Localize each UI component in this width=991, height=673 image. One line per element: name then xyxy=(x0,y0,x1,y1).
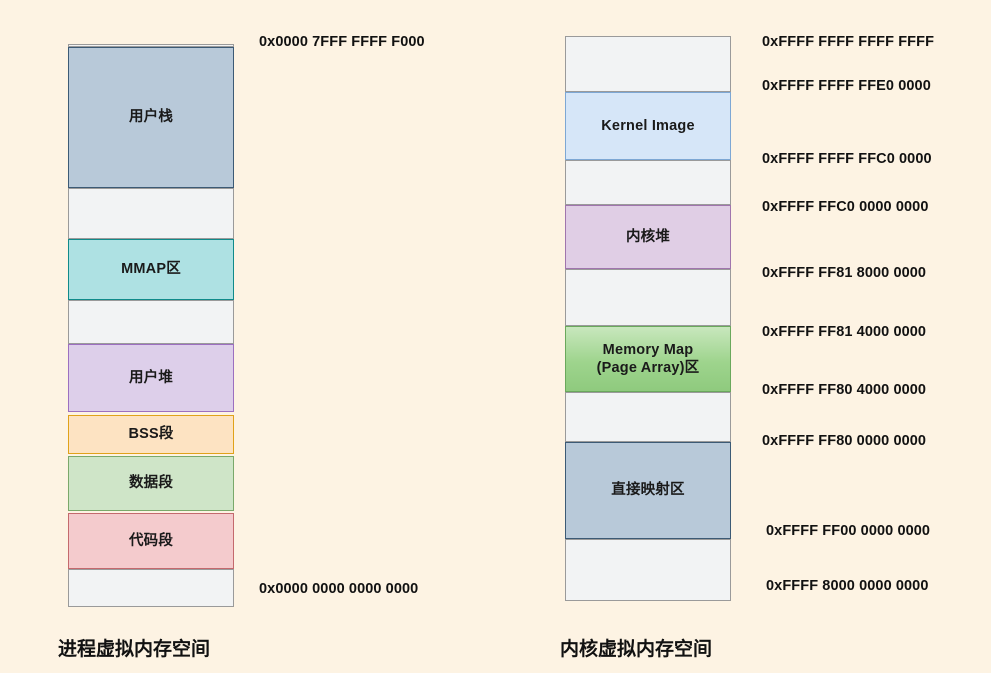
address-label-kernel-addr-9: 0xFFFF FF00 0000 0000 xyxy=(766,523,931,539)
caption-kernel-virtual-memory: 内核虚拟内存空间 xyxy=(560,639,713,660)
memory-block-label: 用户栈 xyxy=(128,109,174,126)
memory-block-gap-top xyxy=(565,36,731,92)
address-label-process-addr-top: 0x0000 7FFF FFFF F000 xyxy=(259,34,425,50)
memory-block-gap-2 xyxy=(565,269,731,326)
memory-block-label: 代码段 xyxy=(128,532,174,549)
process-memory-column: 用户栈 MMAP区用户堆 BSS段数据段代码段 xyxy=(68,44,234,607)
address-label-kernel-addr-5: 0xFFFF FF81 8000 0000 xyxy=(762,265,927,281)
caption-process-virtual-memory: 进程虚拟内存空间 xyxy=(58,639,211,660)
memory-block-data-segment: 数据段 xyxy=(68,456,234,511)
address-label-kernel-addr-7: 0xFFFF FF80 4000 0000 xyxy=(762,382,927,398)
address-label-kernel-addr-1: 0xFFFF FFFF FFFF FFFF xyxy=(762,34,935,50)
memory-block-gap-1 xyxy=(565,160,731,205)
memory-block-mmap-region: MMAP区 xyxy=(68,239,234,300)
memory-block-gap-1 xyxy=(68,188,234,239)
memory-block-label: 数据段 xyxy=(128,475,174,492)
address-label-kernel-addr-6: 0xFFFF FF81 4000 0000 xyxy=(762,324,927,340)
memory-block-gap-2 xyxy=(68,300,234,344)
address-label-kernel-addr-3: 0xFFFF FFFF FFC0 0000 xyxy=(762,151,932,167)
memory-block-kernel-image: Kernel Image xyxy=(565,92,731,160)
memory-block-bss-segment: BSS段 xyxy=(68,415,234,454)
memory-block-user-heap: 用户堆 xyxy=(68,344,234,412)
memory-block-text-segment: 代码段 xyxy=(68,513,234,569)
memory-block-gap-top xyxy=(68,44,234,47)
kernel-memory-column: Kernel Image 内核堆 Memory Map (Page Array)区直… xyxy=(565,36,731,601)
memory-block-gap-3 xyxy=(565,392,731,442)
memory-block-user-stack: 用户栈 xyxy=(68,47,234,188)
address-label-kernel-addr-2: 0xFFFF FFFF FFE0 0000 xyxy=(762,78,931,94)
memory-block-label: 用户堆 xyxy=(128,369,174,386)
address-label-kernel-addr-4: 0xFFFF FFC0 0000 0000 xyxy=(762,199,929,215)
memory-block-label: 内核堆 xyxy=(625,228,671,245)
memory-block-label: MMAP区 xyxy=(121,261,181,278)
memory-block-kernel-heap: 内核堆 xyxy=(565,205,731,269)
memory-block-gap-bottom xyxy=(565,539,731,601)
address-label-kernel-addr-8: 0xFFFF FF80 0000 0000 xyxy=(762,433,927,449)
memory-block-direct-mapping: 直接映射区 xyxy=(565,442,731,539)
memory-block-label: Kernel Image xyxy=(601,117,695,134)
memory-block-label: 直接映射区 xyxy=(611,482,685,499)
memory-block-memory-map: Memory Map (Page Array)区 xyxy=(565,326,731,392)
memory-block-label: BSS段 xyxy=(128,426,174,443)
address-label-process-addr-bottom: 0x0000 0000 0000 0000 xyxy=(259,581,419,597)
memory-block-label: Memory Map (Page Array)区 xyxy=(596,341,700,376)
memory-block-gap-bottom xyxy=(68,569,234,607)
address-label-kernel-addr-10: 0xFFFF 8000 0000 0000 xyxy=(766,578,929,594)
